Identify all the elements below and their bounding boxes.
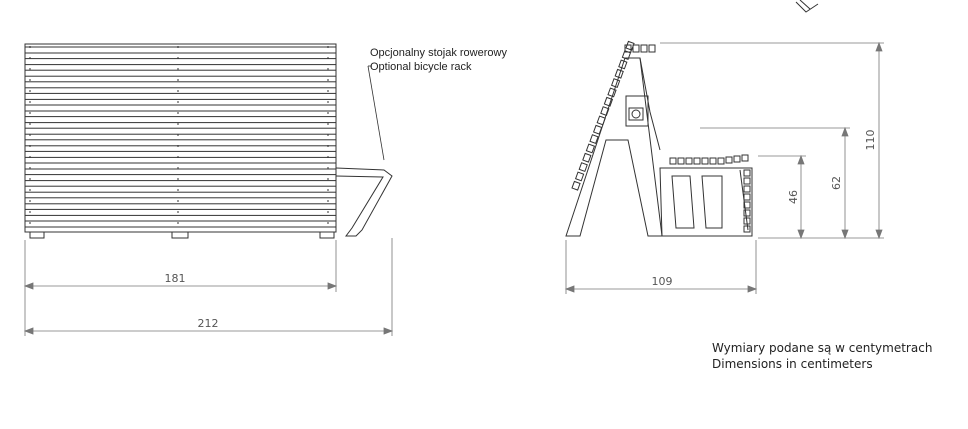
dimension-front-inner xyxy=(23,240,338,292)
seat-slat-profile xyxy=(669,157,677,165)
back-slat-profile xyxy=(603,96,614,107)
dimension-total-height xyxy=(660,41,884,240)
dimension-front-inner-label: 181 xyxy=(165,272,186,285)
top-slat-profile xyxy=(632,44,640,53)
dimension-side-depth-label: 109 xyxy=(652,275,673,288)
seat-front-slat-profile xyxy=(743,193,751,201)
rack-label-line1: Opcjonalny stojak rowerowy xyxy=(370,47,507,59)
seat-slat-profile xyxy=(693,157,701,165)
seat-slats-profile xyxy=(669,154,751,233)
front-slat xyxy=(24,127,337,135)
back-slat-profile xyxy=(574,171,585,182)
front-leg-left xyxy=(29,231,45,239)
front-leg-middle xyxy=(171,231,189,239)
back-slat-profile xyxy=(589,134,599,144)
front-slats xyxy=(24,46,337,230)
side-panel xyxy=(625,95,649,127)
socket-icon xyxy=(628,107,644,121)
seat-slat-profile xyxy=(685,157,693,165)
side-seat-base xyxy=(659,167,753,237)
front-view-bench xyxy=(24,43,393,239)
corner-mark-icon xyxy=(795,0,819,13)
seat-front-slat-profile xyxy=(743,209,751,217)
dimension-side-depth xyxy=(564,240,758,294)
back-slat-profile xyxy=(618,59,628,70)
front-leg-right xyxy=(319,231,335,239)
units-note: Wymiary podane są w centymetrach Dimensi… xyxy=(712,340,932,372)
back-slat-profile xyxy=(596,115,606,126)
units-note-line2: Dimensions in centimeters xyxy=(712,357,873,371)
back-slat-profile xyxy=(582,152,592,163)
rack-label-line2: Optional bicycle rack xyxy=(370,61,472,73)
seat-slat-profile xyxy=(725,156,733,164)
bicycle-rack xyxy=(335,167,393,237)
top-slat-profile xyxy=(640,44,648,53)
back-slat-profile xyxy=(592,124,603,135)
dimension-seat-height-label: 46 xyxy=(787,190,800,204)
seat-front-slat-profile xyxy=(743,169,751,177)
dimension-seat-height xyxy=(758,154,806,240)
front-slat xyxy=(24,92,337,100)
dimension-front-total-label: 212 xyxy=(198,317,219,330)
dimension-armrest-height-label: 62 xyxy=(830,176,843,190)
top-slat-profile xyxy=(648,44,656,53)
seat-front-slat-profile xyxy=(743,201,751,209)
rack-leader-line xyxy=(367,65,385,161)
front-slat xyxy=(24,81,337,89)
back-slat-profile xyxy=(610,78,621,88)
seat-slat-profile xyxy=(701,157,709,165)
front-slat xyxy=(24,46,337,54)
seat-slat-profile xyxy=(733,155,741,163)
seat-slat-profile xyxy=(717,157,725,165)
seat-front-slat-profile xyxy=(743,185,751,193)
front-slat xyxy=(24,104,337,112)
front-slat xyxy=(24,58,337,66)
front-slat xyxy=(24,150,337,158)
units-note-line1: Wymiary podane są w centymetrach xyxy=(712,341,933,355)
dimension-armrest-height xyxy=(700,126,850,240)
front-slat xyxy=(24,208,337,216)
back-slat-profile xyxy=(578,162,588,172)
back-slats-profile xyxy=(571,40,656,191)
front-slat xyxy=(24,69,337,77)
front-slat xyxy=(24,197,337,205)
front-slat xyxy=(24,174,337,182)
seat-slat-profile xyxy=(709,157,717,165)
front-slat xyxy=(24,116,337,124)
seat-front-slat-profile xyxy=(743,225,751,233)
seat-slat-profile xyxy=(741,154,749,162)
dimension-front-total xyxy=(23,238,394,336)
dimension-total-height-label: 110 xyxy=(864,130,877,151)
back-slat-profile xyxy=(571,180,581,191)
front-slat xyxy=(24,185,337,193)
seat-slat-profile xyxy=(677,157,685,165)
side-view-bench xyxy=(565,40,753,237)
top-slat-profile xyxy=(624,44,632,53)
front-slat xyxy=(24,139,337,147)
back-slat-profile xyxy=(607,87,617,98)
back-slat-profile xyxy=(585,143,596,154)
front-slat xyxy=(24,162,337,170)
back-slat-profile xyxy=(614,68,624,79)
front-slat xyxy=(24,220,337,228)
seat-front-slat-profile xyxy=(743,217,751,225)
back-slat-profile xyxy=(600,106,610,116)
seat-front-slat-profile xyxy=(743,177,751,185)
side-frame xyxy=(565,57,663,237)
